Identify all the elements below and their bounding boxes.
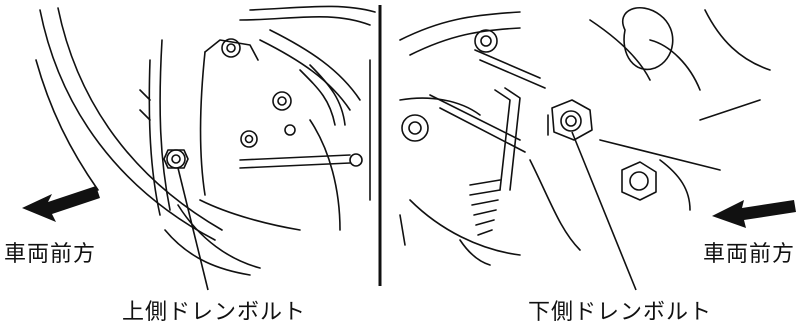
upper-drain-bolt-label: 上側ドレンボルト (122, 300, 307, 325)
left-direction-label: 車両前方 (4, 242, 97, 267)
lower-bolt-leader-line (571, 131, 637, 291)
left-engine-illustration (35, 5, 376, 276)
arrow-down-left-icon (22, 186, 100, 222)
arrow-left-icon (712, 200, 796, 228)
lower-drain-bolt-label: 下側ドレンボルト (528, 300, 713, 325)
upper-bolt-leader-line (177, 167, 209, 291)
right-direction-label: 車両前方 (703, 242, 796, 267)
right-engine-illustration (399, 6, 771, 266)
